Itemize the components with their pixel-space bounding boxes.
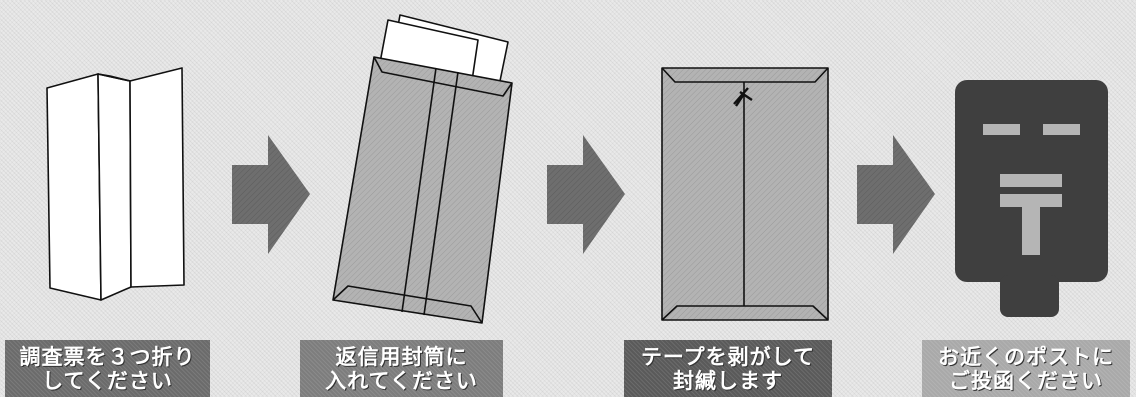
step-caption-insert: 返信用封筒に 入れてください (300, 340, 503, 397)
arrow-right-icon (547, 135, 625, 254)
caption-line: してください (42, 368, 173, 393)
postbox-icon (955, 80, 1108, 317)
step-caption-fold: 調査票を３つ折り してください (5, 340, 210, 397)
caption-line: 調査票を３つ折り (19, 344, 196, 369)
arrow-right-icon (857, 135, 935, 254)
step-caption-seal: テープを剥がして 封緘します (624, 340, 832, 397)
folded-paper-icon (46, 67, 185, 301)
caption-line: 封緘します (673, 368, 783, 393)
sealed-envelope-icon (661, 67, 829, 321)
envelope-with-paper-icon (332, 14, 513, 324)
procedure-illustration (46, 14, 1108, 324)
caption-line: 返信用封筒に (335, 344, 468, 369)
caption-line: 入れてください (325, 368, 478, 393)
step-caption-post: お近くのポストに ご投函ください (922, 340, 1130, 397)
caption-line: テープを剥がして (640, 344, 816, 369)
caption-line: ご投函ください (949, 368, 1103, 393)
arrow-right-icon (232, 135, 310, 254)
caption-line: お近くのポストに (938, 344, 1114, 369)
